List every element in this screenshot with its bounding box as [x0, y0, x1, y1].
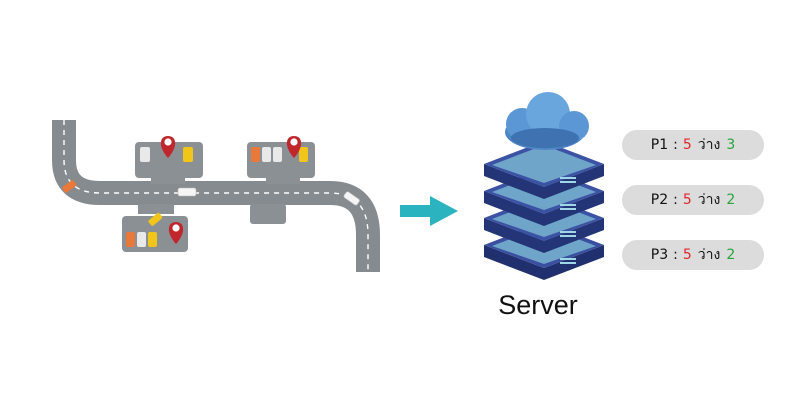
parking-lot-p1: [135, 142, 203, 184]
road-network: [52, 120, 380, 272]
map-pin-icon: [168, 222, 184, 244]
map-pin-icon: [160, 136, 176, 158]
free-count: 3: [726, 137, 736, 153]
free-label: ว่าง: [697, 137, 721, 153]
car-white: [177, 187, 197, 197]
free-count: 2: [726, 247, 736, 263]
map-pin-icon: [286, 136, 302, 158]
free-label: ว่าง: [697, 247, 721, 263]
road-spur: [250, 204, 286, 224]
car-white-curve: [343, 191, 360, 206]
parking-status-p1: P1 : 5 ว่าง 3: [622, 130, 764, 160]
separator: :: [673, 247, 678, 263]
free-label: ว่าง: [697, 192, 721, 208]
free-count: 2: [726, 192, 736, 208]
cloud-icon: [505, 92, 589, 150]
main-road: [52, 120, 380, 272]
separator: :: [673, 192, 678, 208]
lot-name: P1: [650, 137, 669, 153]
parking-status-p3: P3 : 5 ว่าง 2: [622, 240, 764, 270]
car-orange: [62, 180, 77, 193]
road-center-line: [63, 120, 369, 272]
parking-status-p2: P2 : 5 ว่าง 2: [622, 185, 764, 215]
lot-name: P2: [650, 192, 669, 208]
server-label: Server: [498, 290, 578, 320]
arrow-right-icon: [400, 196, 458, 226]
car-yellow: [148, 213, 163, 226]
server-layer: [484, 141, 604, 199]
parking-lot-p2: [247, 142, 315, 184]
total-count: 5: [682, 137, 692, 153]
lot-name: P3: [650, 247, 669, 263]
server-icon: [484, 92, 604, 280]
total-count: 5: [682, 247, 692, 263]
separator: :: [673, 137, 678, 153]
total-count: 5: [682, 192, 692, 208]
